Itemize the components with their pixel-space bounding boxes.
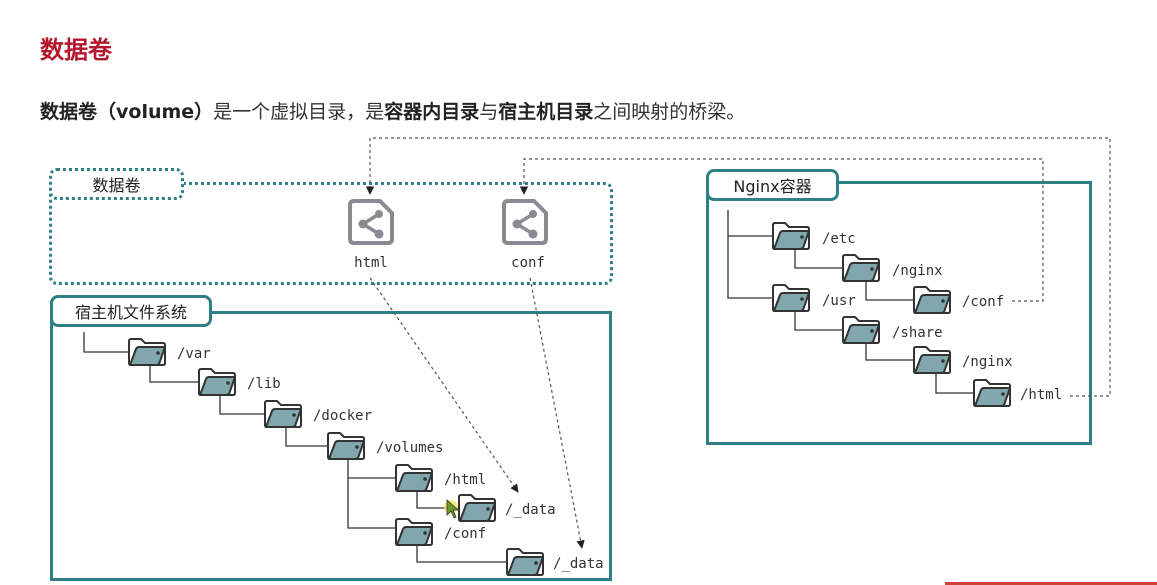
desc-part-5: 宿主机目录 — [498, 101, 594, 123]
desc-part-6: 之间映射的桥梁。 — [593, 101, 746, 123]
share-icon[interactable] — [502, 199, 548, 245]
desc-part-2: 是一个虚拟目录，是 — [213, 101, 385, 123]
container-path-html: /html — [1020, 387, 1062, 403]
nginx-container-label: Nginx容器 — [706, 169, 839, 201]
container-path-usr: /usr — [822, 293, 856, 309]
container-path-nginx-2: /nginx — [962, 354, 1013, 370]
volume-item-conf: conf — [511, 255, 545, 271]
volume-box — [49, 182, 613, 285]
folder-icon[interactable] — [198, 368, 236, 396]
folder-icon[interactable] — [128, 338, 166, 366]
volume-item-html: html — [354, 255, 388, 271]
host-path-lib: /lib — [247, 376, 281, 392]
host-path-conf: /conf — [444, 526, 486, 542]
host-path-html: /html — [444, 472, 486, 488]
host-path-html-data: /_data — [505, 502, 556, 518]
folder-icon[interactable] — [395, 518, 433, 546]
share-icon[interactable] — [348, 199, 394, 245]
folder-icon[interactable] — [264, 400, 302, 428]
folder-icon[interactable] — [772, 222, 810, 250]
container-path-nginx: /nginx — [892, 263, 943, 279]
mouse-cursor-icon — [444, 499, 460, 519]
description: 数据卷（volume）是一个虚拟目录，是容器内目录与宿主机目录之间映射的桥梁。 — [40, 97, 745, 124]
folder-icon[interactable] — [458, 494, 496, 522]
desc-part-1: 数据卷（volume） — [40, 101, 214, 123]
host-path-volumes: /volumes — [376, 440, 443, 456]
folder-icon[interactable] — [772, 284, 810, 312]
host-filesystem-box — [50, 311, 612, 581]
desc-part-4: 与 — [479, 101, 499, 123]
mapping-conf-connector — [519, 158, 1044, 302]
container-path-conf: /conf — [962, 294, 1004, 310]
page-title: 数据卷 — [40, 36, 112, 64]
mapping-html-connector — [365, 137, 1111, 397]
host-path-docker: /docker — [313, 408, 372, 424]
volume-html-to-host-arrow — [369, 277, 519, 493]
volume-label: 数据卷 — [49, 168, 184, 200]
desc-part-3: 容器内目录 — [384, 101, 480, 123]
host-path-conf-data: /_data — [553, 556, 604, 572]
folder-icon[interactable] — [506, 548, 544, 576]
folder-icon[interactable] — [327, 432, 365, 460]
host-tree-lines — [83, 332, 506, 563]
folder-icon[interactable] — [973, 379, 1011, 407]
container-tree-lines — [727, 210, 973, 394]
host-filesystem-label: 宿主机文件系统 — [50, 295, 212, 327]
folder-icon[interactable] — [913, 286, 951, 314]
nginx-container-box — [706, 181, 1092, 445]
folder-icon[interactable] — [842, 316, 880, 344]
container-path-share: /share — [892, 325, 943, 341]
bottom-accent-bar — [945, 582, 1157, 585]
folder-icon[interactable] — [913, 346, 951, 374]
container-path-etc: /etc — [822, 231, 856, 247]
host-path-var: /var — [177, 346, 211, 362]
volume-conf-to-host-arrow — [529, 277, 585, 549]
folder-icon[interactable] — [395, 464, 433, 492]
folder-icon[interactable] — [842, 254, 880, 282]
